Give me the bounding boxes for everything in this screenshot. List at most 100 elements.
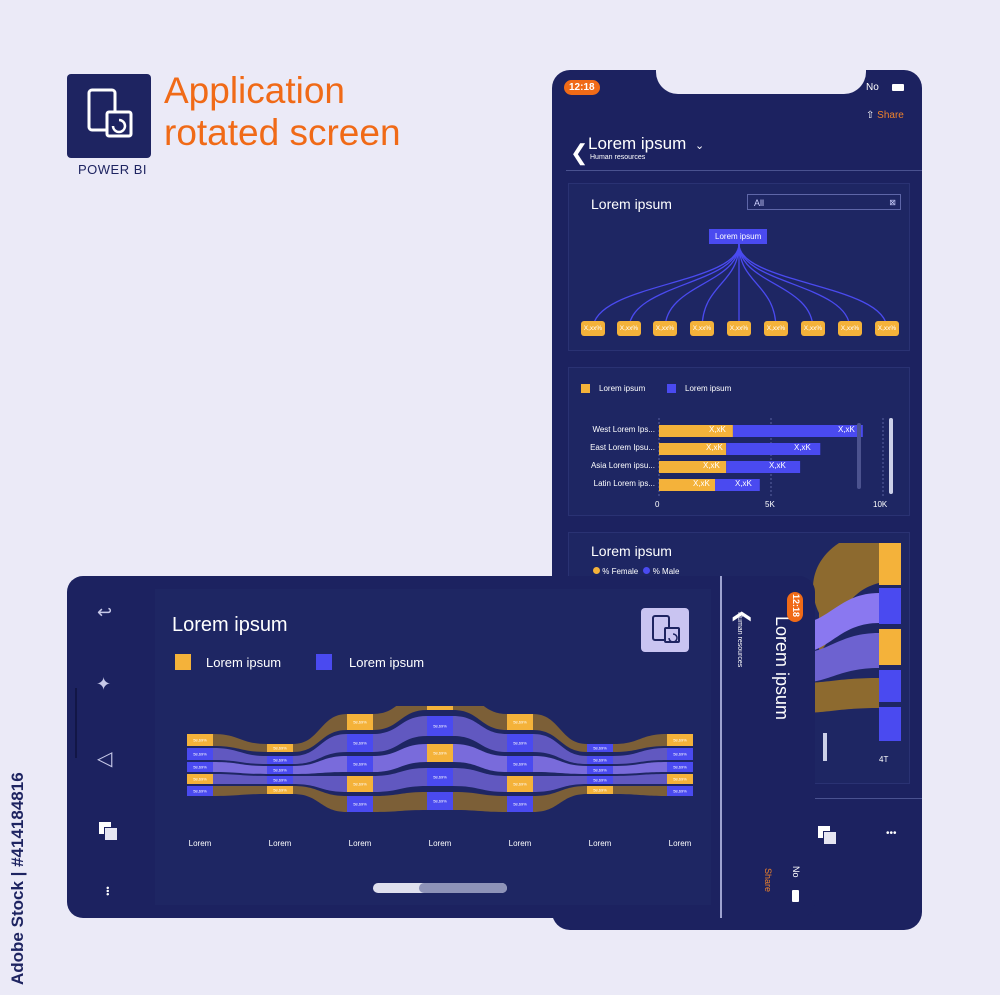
- bar-segment[interactable]: [726, 461, 801, 473]
- bar-segment[interactable]: [715, 479, 760, 491]
- ribbon-segment[interactable]: [267, 776, 293, 784]
- tree-leaf-node[interactable]: X,xx%: [581, 321, 605, 336]
- ribbon-segment[interactable]: [507, 776, 533, 792]
- tree-leaf-node[interactable]: X,xx%: [727, 321, 751, 336]
- speaker-icon[interactable]: ◁: [97, 748, 113, 770]
- ribbon-segment[interactable]: [507, 714, 533, 730]
- ribbon-segment[interactable]: [267, 756, 293, 764]
- ribbon-segment[interactable]: [187, 734, 213, 746]
- ribbon-segment[interactable]: [667, 734, 693, 746]
- tree-root-node[interactable]: Lorem ipsum: [709, 229, 768, 244]
- tree-leaf-node[interactable]: X,xx%: [801, 321, 825, 336]
- clear-filter-icon[interactable]: ⊠: [889, 198, 896, 207]
- bar-segment[interactable]: [659, 461, 727, 473]
- ribbon-segment-label: 58,69%: [353, 741, 367, 746]
- rotate-screen-button[interactable]: [641, 608, 689, 652]
- ribbon-segment[interactable]: [347, 734, 373, 752]
- ribbon-segment[interactable]: [347, 776, 373, 792]
- ribbon-segment[interactable]: [427, 716, 453, 736]
- ribbon-band: [373, 792, 427, 812]
- back-chevron-icon[interactable]: ❮: [570, 140, 589, 165]
- bar-segment[interactable]: [726, 443, 821, 455]
- bar-segment[interactable]: [659, 443, 727, 455]
- tree-leaf-node[interactable]: X,xx%: [838, 321, 862, 336]
- share-button[interactable]: ⇧ Share: [866, 110, 904, 121]
- divider: [566, 170, 922, 171]
- ribbon-segment[interactable]: [347, 796, 373, 812]
- panel-divider: [720, 576, 722, 918]
- ribbon-band: [613, 786, 667, 796]
- bar-value-label: X,xK: [769, 461, 786, 470]
- tree-leaf-node[interactable]: X,xx%: [617, 321, 641, 336]
- ribbon-segment-label: 58,69%: [513, 782, 527, 787]
- pages-icon[interactable]: [99, 822, 118, 841]
- ribbon-band: [373, 716, 427, 752]
- ribbon-segment[interactable]: [587, 756, 613, 764]
- tree-leaf-node[interactable]: X,xx%: [875, 321, 899, 336]
- filter-select[interactable]: All ⊠: [747, 194, 901, 210]
- rotated-time-text: 12:18: [791, 594, 801, 618]
- legend-dot-male: [643, 567, 651, 574]
- ribbon-segment-label: 58,69%: [673, 777, 687, 782]
- share-label: Share: [877, 110, 904, 121]
- brand-label: POWER BI: [78, 162, 148, 177]
- share-icon[interactable]: ↩: [97, 602, 113, 622]
- ribbon-segment[interactable]: [347, 714, 373, 730]
- scrollbar-track[interactable]: [857, 423, 861, 489]
- ribbon-band: [533, 714, 587, 752]
- ribbon-segment[interactable]: [667, 786, 693, 796]
- ribbon-segment[interactable]: [667, 774, 693, 784]
- ribbon-segment[interactable]: [587, 744, 613, 752]
- ribbon-segment[interactable]: [187, 762, 213, 772]
- ribbon-segment[interactable]: [427, 744, 453, 762]
- ribbon-segment[interactable]: [427, 768, 453, 786]
- ribbon-segment[interactable]: [507, 796, 533, 812]
- tree-leaf-node[interactable]: X,xx%: [690, 321, 714, 336]
- ribbon-segment-label: 58,69%: [593, 778, 607, 783]
- bar-segment[interactable]: [659, 479, 715, 491]
- more-icon[interactable]: •••: [886, 828, 897, 839]
- ribbon-segment[interactable]: [587, 776, 613, 784]
- ribbon-segment-label: 58,69%: [513, 741, 527, 746]
- ribbon-legend: % Female % Male: [593, 567, 679, 576]
- ribbon-segment-label: 58,69%: [513, 762, 527, 767]
- ribbon-segment[interactable]: [507, 756, 533, 772]
- pages-icon[interactable]: [818, 826, 837, 845]
- ribbon-segment[interactable]: [667, 762, 693, 772]
- bar-value-label: X,xK: [794, 443, 811, 452]
- scrollbar-thumb[interactable]: [889, 418, 893, 494]
- ribbon-segment[interactable]: [267, 786, 293, 794]
- tree-leaf-node[interactable]: X,xx%: [764, 321, 788, 336]
- ribbon-segment[interactable]: [667, 748, 693, 760]
- ribbon-segment[interactable]: [187, 786, 213, 796]
- ribbon-segment[interactable]: [427, 706, 453, 710]
- ribbon-segment-label: 58,69%: [193, 752, 207, 757]
- ribbon-segment[interactable]: [587, 786, 613, 794]
- ribbon-band: [613, 734, 667, 752]
- bar-segment[interactable]: [732, 425, 863, 437]
- ribbon-segment[interactable]: [187, 748, 213, 760]
- more-icon[interactable]: •••: [102, 886, 113, 896]
- ribbon-segment[interactable]: [507, 734, 533, 752]
- ribbon-band: [613, 748, 667, 764]
- report-title[interactable]: Lorem ipsum ⌄: [588, 134, 704, 154]
- scrollbar-thumb[interactable]: [419, 883, 507, 893]
- ribbon-segment[interactable]: [347, 756, 373, 772]
- ribbon-segment[interactable]: [187, 774, 213, 784]
- ribbon-segment-label: 58,69%: [593, 788, 607, 793]
- ribbon-segment[interactable]: [587, 766, 613, 774]
- ribbon-segment[interactable]: [267, 744, 293, 752]
- bar-row-label: Latin Lorem ips...: [593, 479, 655, 488]
- ribbon-segment[interactable]: [267, 766, 293, 774]
- ribbon-segment-label: 58,69%: [593, 758, 607, 763]
- ribbon-segment-label: 58,69%: [513, 802, 527, 807]
- bar-segment[interactable]: [659, 425, 733, 437]
- tree-leaf-node[interactable]: X,xx%: [653, 321, 677, 336]
- bar-value-label: X,xK: [735, 479, 752, 488]
- ribbon-band: [613, 774, 667, 784]
- pin-icon[interactable]: ✦: [96, 674, 112, 694]
- bar-value-label: X,xK: [709, 425, 726, 434]
- ribbon-segment-label: 58,69%: [673, 789, 687, 794]
- ribbon-segment[interactable]: [427, 792, 453, 810]
- legend-label: Lorem ipsum: [206, 655, 282, 670]
